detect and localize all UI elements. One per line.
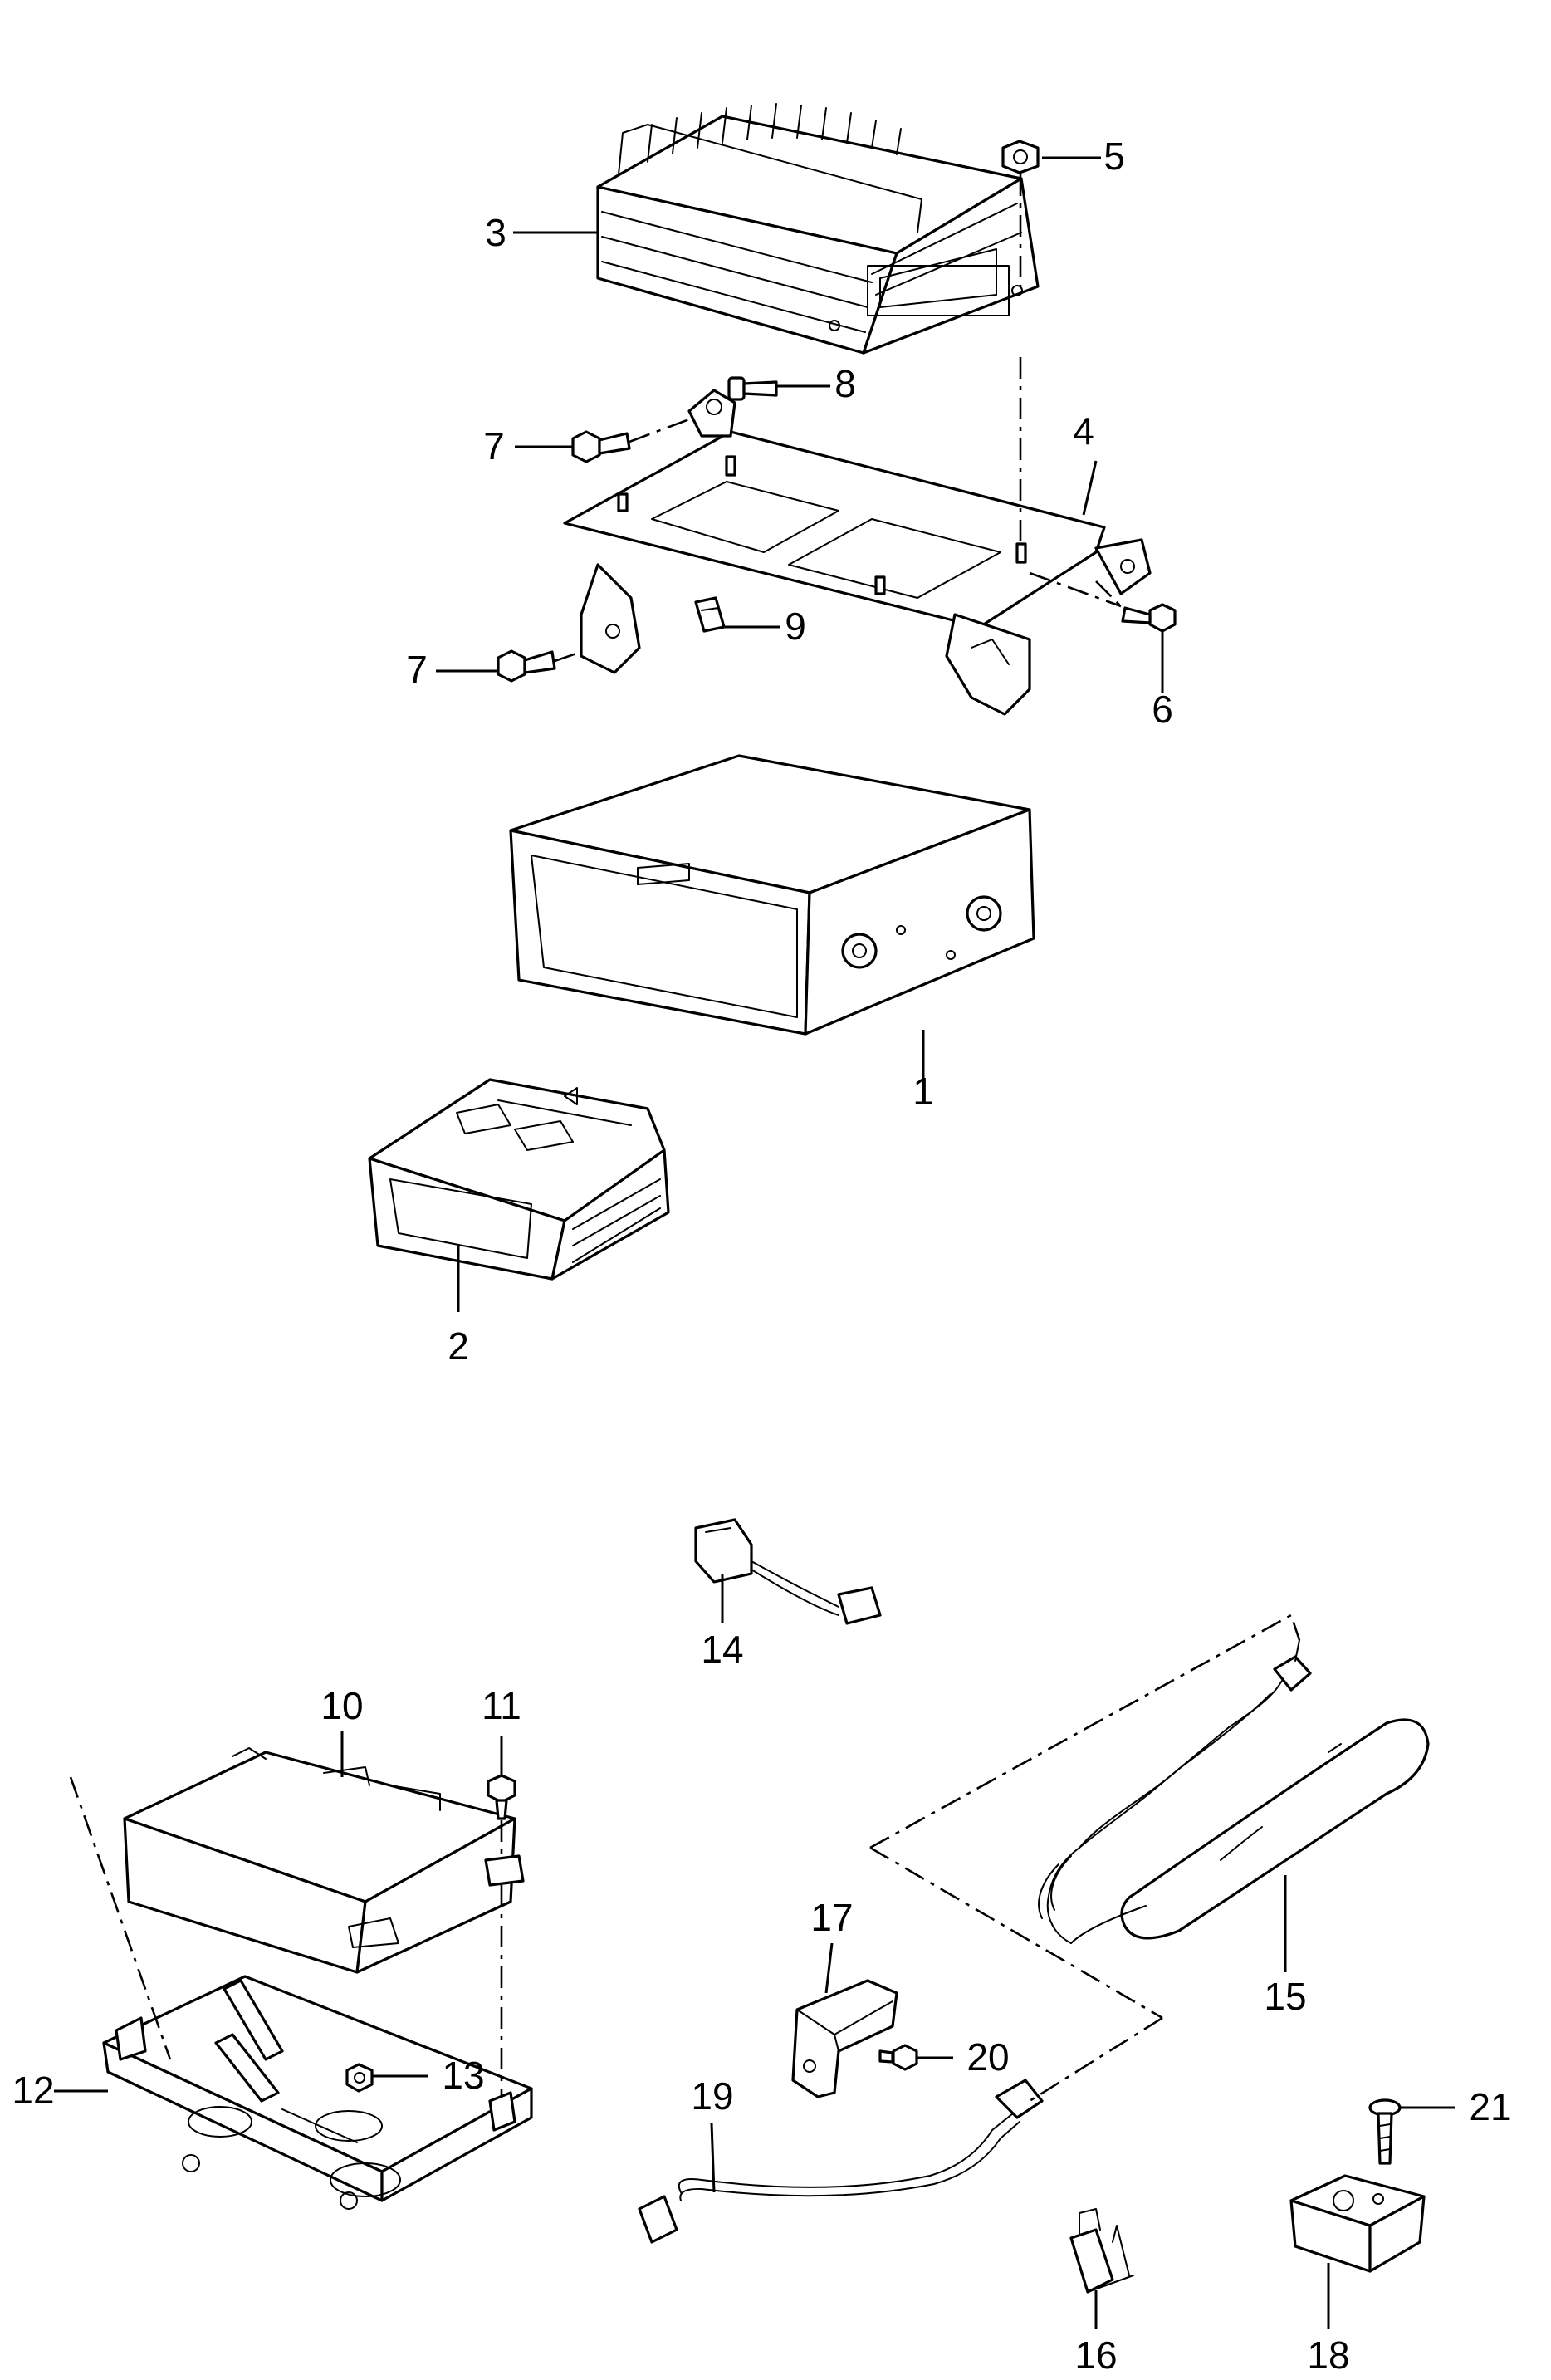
head-unit-part-1 bbox=[509, 754, 1035, 1036]
callout-16: 16 bbox=[1074, 2333, 1117, 2377]
cd-magazine-part-2 bbox=[368, 1078, 670, 1281]
callout-21: 21 bbox=[1469, 2085, 1511, 2128]
screw-part-7-lower bbox=[497, 649, 556, 683]
callout-20: 20 bbox=[966, 2035, 1009, 2079]
screw-part-20 bbox=[878, 2044, 918, 2071]
callout-8: 8 bbox=[834, 362, 856, 405]
callout-11: 11 bbox=[482, 1684, 521, 1727]
holder-part-17 bbox=[791, 1979, 898, 2098]
callout-17: 17 bbox=[810, 1896, 853, 1939]
callout-18: 18 bbox=[1307, 2333, 1349, 2377]
mounting-bracket-part-4 bbox=[563, 389, 1152, 716]
assembly-lines bbox=[69, 174, 1301, 2103]
callout-10: 10 bbox=[320, 1684, 363, 1727]
screw-part-8 bbox=[727, 376, 778, 401]
handset-part-15 bbox=[1038, 1639, 1430, 1944]
callout-7-lower: 7 bbox=[406, 648, 428, 691]
callout-14: 14 bbox=[701, 1628, 743, 1671]
callout-13: 13 bbox=[442, 2054, 484, 2097]
clip-part-16 bbox=[1069, 2208, 1134, 2294]
adapter-lead-part-14 bbox=[694, 1518, 882, 1625]
screw-part-6 bbox=[1121, 603, 1177, 633]
callouts: 1 2 3 4 5 6 7 7 8 9 10 11 12 13 14 15 16… bbox=[12, 135, 1511, 2377]
callout-15: 15 bbox=[1264, 1975, 1306, 2018]
callout-4: 4 bbox=[1073, 409, 1094, 453]
amplifier-part-3 bbox=[596, 103, 1040, 355]
block-part-18 bbox=[1289, 2174, 1426, 2273]
callout-3: 3 bbox=[485, 211, 506, 254]
base-bracket-part-12 bbox=[102, 1975, 533, 2210]
cable-part-19 bbox=[638, 2079, 1044, 2244]
callout-7-upper: 7 bbox=[483, 424, 505, 468]
leader-lines bbox=[54, 156, 1455, 2329]
callout-19: 19 bbox=[691, 2074, 733, 2118]
callout-5: 5 bbox=[1103, 135, 1125, 178]
callout-12: 12 bbox=[12, 2069, 54, 2112]
callout-2: 2 bbox=[448, 1325, 469, 1368]
clip-part-9 bbox=[694, 596, 726, 633]
callout-9: 9 bbox=[785, 605, 806, 648]
nut-part-13 bbox=[345, 2063, 374, 2093]
screw-part-7-upper bbox=[571, 430, 631, 463]
nut-part-5 bbox=[1001, 140, 1040, 174]
callout-1: 1 bbox=[912, 1070, 934, 1113]
screw-part-21 bbox=[1368, 2098, 1402, 2165]
control-unit-part-10 bbox=[123, 1747, 525, 1974]
callout-6: 6 bbox=[1152, 688, 1173, 731]
